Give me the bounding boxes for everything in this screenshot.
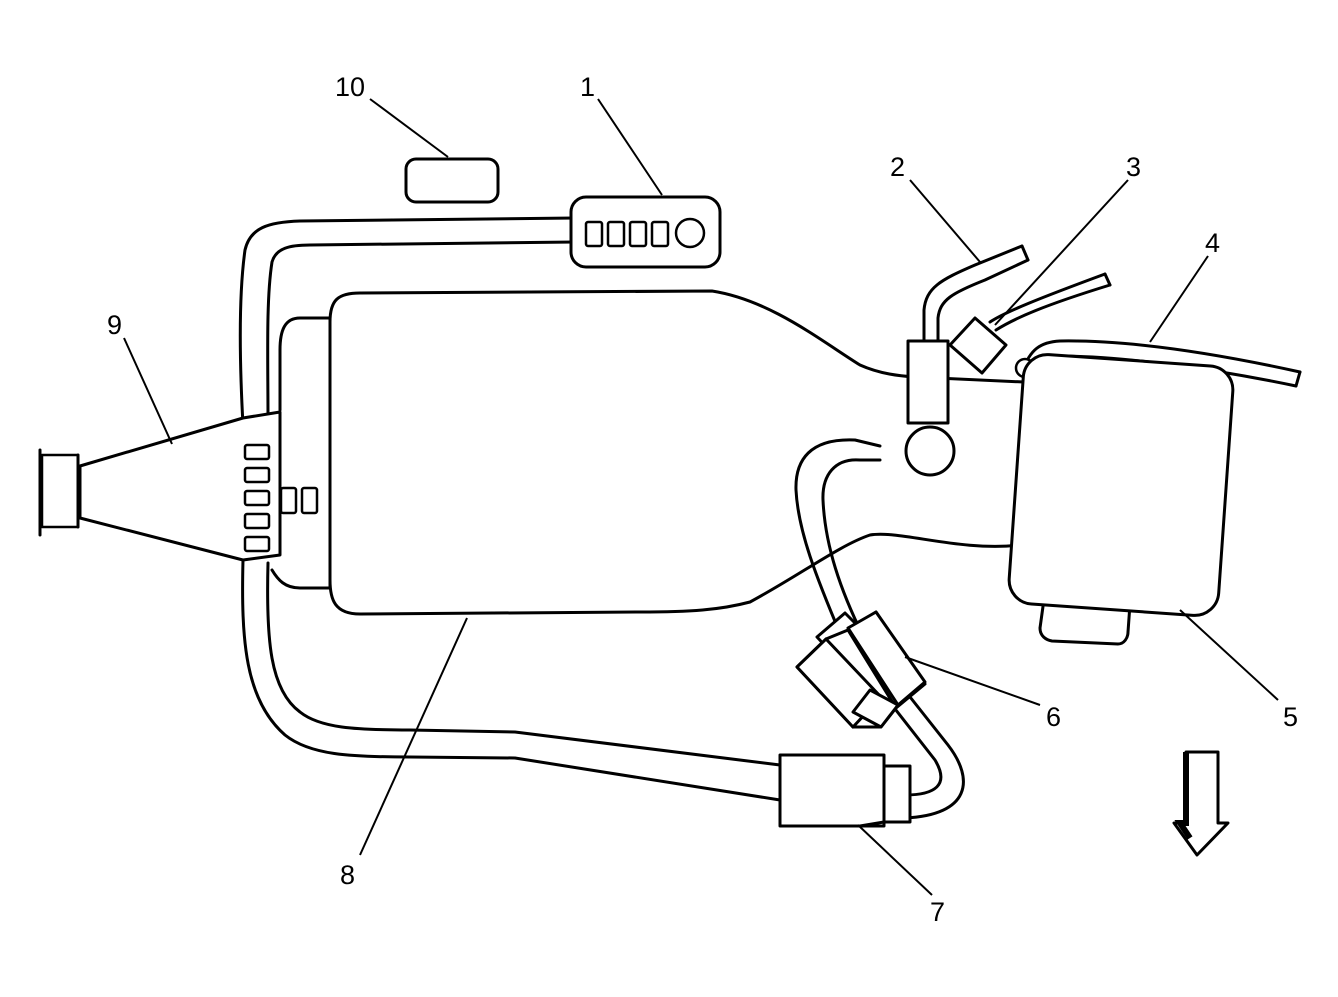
wire-3: [948, 272, 1112, 375]
wire-2: [904, 244, 1030, 477]
connector-2: [906, 339, 950, 425]
connector-3: [948, 316, 1008, 375]
main-module-body: [270, 289, 1047, 616]
callout-8: 8: [340, 860, 355, 890]
component-10: [404, 157, 500, 204]
callout-1: 1: [580, 72, 595, 102]
arrow-down-icon: [1172, 750, 1230, 857]
callout-4: 4: [1205, 228, 1220, 258]
pipe-loop: [794, 438, 965, 820]
callout-2: 2: [890, 152, 905, 182]
arrow-shadow: [1174, 752, 1193, 840]
callout-6: 6: [1046, 702, 1061, 732]
callout-7: 7: [930, 897, 945, 927]
callout-10: 10: [335, 72, 365, 102]
upper-harness-branch: [238, 216, 577, 427]
connector-1: [569, 195, 722, 269]
sensor-round: [904, 425, 956, 477]
callout-3: 3: [1126, 152, 1141, 182]
callout-9: 9: [107, 310, 122, 340]
callout-5: 5: [1283, 702, 1298, 732]
lower-harness-branch: [241, 558, 782, 802]
connector-6: [795, 610, 927, 729]
harness-fan-9: [38, 410, 319, 562]
module-5: [1007, 353, 1235, 646]
leader-lines: [123, 98, 1279, 896]
connector-7: [778, 753, 912, 828]
